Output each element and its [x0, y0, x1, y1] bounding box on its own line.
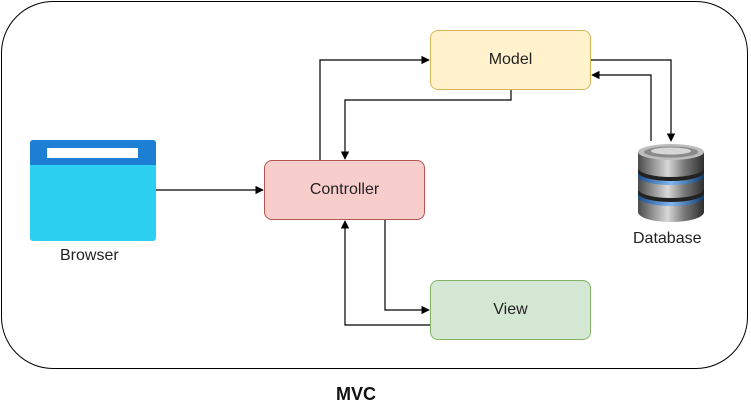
edge-view-to-controller	[340, 220, 430, 326]
edge-database-to-model	[591, 70, 652, 141]
view-label: View	[493, 301, 528, 318]
diagram-title: MVC	[336, 384, 376, 404]
model-node[interactable]: Model	[430, 30, 591, 90]
browser-label: Browser	[60, 247, 119, 264]
browser-window-icon	[30, 140, 156, 241]
database-cylinder-icon	[638, 144, 704, 222]
controller-label: Controller	[309, 181, 380, 198]
view-node[interactable]: View	[430, 280, 591, 340]
edge-model-to-database	[591, 59, 676, 142]
edge-model-to-controller	[340, 90, 512, 160]
database-label: Database	[633, 230, 702, 247]
model-label: Model	[488, 51, 533, 68]
edge-controller-to-model	[319, 55, 430, 160]
edge-controller-to-view	[384, 220, 430, 315]
diagram-container	[1, 1, 748, 369]
controller-node[interactable]: Controller	[264, 160, 425, 220]
